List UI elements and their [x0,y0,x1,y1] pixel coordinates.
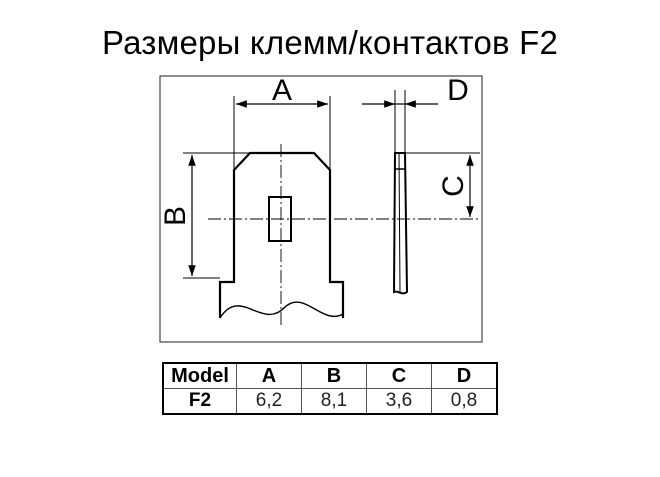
table-cell: 0,8 [431,388,498,415]
table-row: F2 6,2 8,1 3,6 0,8 [162,388,498,415]
dim-d-label: D [447,74,469,107]
table-cell: 3,6 [366,388,432,415]
table-cell-model: F2 [162,388,237,415]
table-cell: 8,1 [301,388,367,415]
terminal-front-outline [218,151,345,318]
table-header-cell: Model [162,362,237,389]
terminal-break-line [219,301,344,319]
table-header-cell: C [366,362,432,389]
side-mid-line [398,152,401,293]
dim-b-label: B [159,206,192,226]
terminal-side-outline [392,152,409,295]
dim-a-label: A [272,74,292,107]
page-title: Размеры клемм/контактов F2 [101,24,559,61]
dim-c-label: C [437,175,470,197]
drawing-frame [159,75,483,343]
dimensions-table: Model A B C D F2 6,2 8,1 3,6 0,8 [162,362,498,415]
table-header-cell: D [431,362,498,389]
table-header-cell: A [236,362,302,389]
terminal-slot [268,196,292,242]
table-cell: 6,2 [236,388,302,415]
table-header-cell: B [301,362,367,389]
table-header-row: Model A B C D [162,362,498,389]
